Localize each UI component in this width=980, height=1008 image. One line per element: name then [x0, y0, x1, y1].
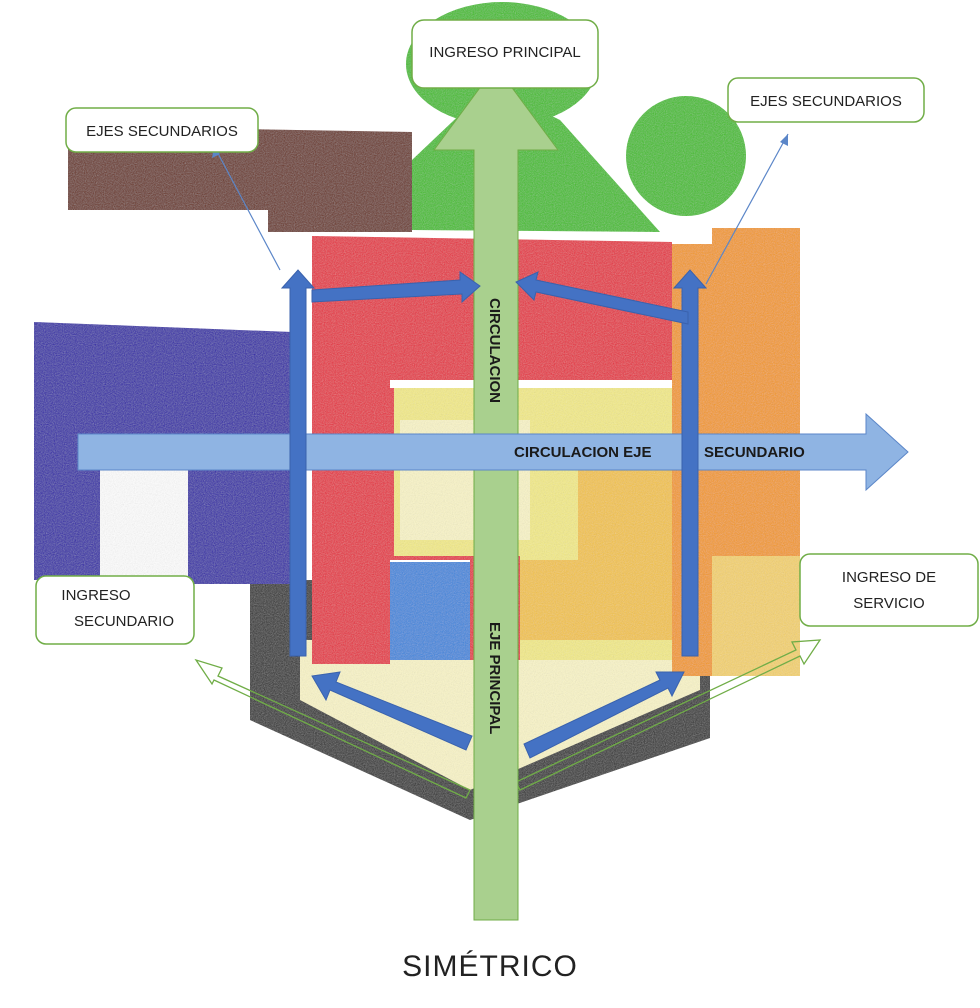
callout-ingreso-principal: INGRESO PRINCIPAL: [411, 19, 599, 89]
callout-box: [799, 553, 979, 627]
upper-right-connector-arrow: [515, 271, 689, 325]
callout-box: [65, 107, 259, 153]
callout-ingreso-secundario: INGRESO SECUNDARIO: [35, 575, 195, 645]
callout-text-line2: SECUNDARIO: [74, 613, 174, 630]
main-axis-arrow: [433, 65, 559, 921]
lower-left-connector-arrow: [311, 671, 473, 751]
callout-box: [727, 77, 925, 123]
secondary-entry-outline-arrow: [194, 658, 471, 799]
secundario-label: SECUNDARIO: [704, 444, 805, 461]
callout-text: EJES SECUNDARIOS: [86, 123, 238, 140]
callout-box: [411, 19, 599, 89]
upper-left-connector-arrow: [311, 271, 481, 304]
diagram-caption: SIMÉTRICO: [402, 950, 578, 983]
right-secondary-axis-arrow: [672, 269, 708, 657]
horizontal-circulation-arrow: [77, 412, 909, 492]
red-lower-left: [312, 380, 390, 664]
circulacion-eje-label: CIRCULACION EJE: [514, 444, 652, 461]
lower-right-connector-arrow: [523, 671, 685, 759]
right-callout-pointer: [705, 133, 789, 285]
right-callout-pointer-head: [780, 134, 788, 146]
left-callout-pointer: [213, 145, 281, 271]
callout-ejes-secundarios-right: EJES SECUNDARIOS: [727, 77, 925, 123]
callout-text: INGRESO PRINCIPAL: [429, 44, 580, 61]
callout-ejes-secundarios-left: EJES SECUNDARIOS: [65, 107, 259, 153]
callout-text-line2: SERVICIO: [853, 595, 924, 612]
blue-zone-notch: [100, 470, 188, 584]
green-circle-small: [626, 96, 746, 216]
callout-text: EJES SECUNDARIOS: [750, 93, 902, 110]
left-secondary-axis-arrow: [280, 269, 316, 657]
eje-principal-label: EJE PRINCIPAL: [486, 622, 503, 734]
callout-box: [35, 575, 195, 645]
service-entry-outline-arrow: [515, 639, 822, 791]
callout-ingreso-servicio: INGRESO DE SERVICIO: [799, 553, 979, 627]
callout-text-line1: INGRESO: [61, 587, 130, 604]
orange-lower-zone: [712, 556, 800, 676]
callout-text-line1: INGRESO DE: [842, 569, 936, 586]
light-blue-zone: [390, 562, 470, 660]
circulacion-vertical-label: CIRCULACION: [486, 298, 503, 403]
orange-inner-zone: [520, 470, 672, 640]
